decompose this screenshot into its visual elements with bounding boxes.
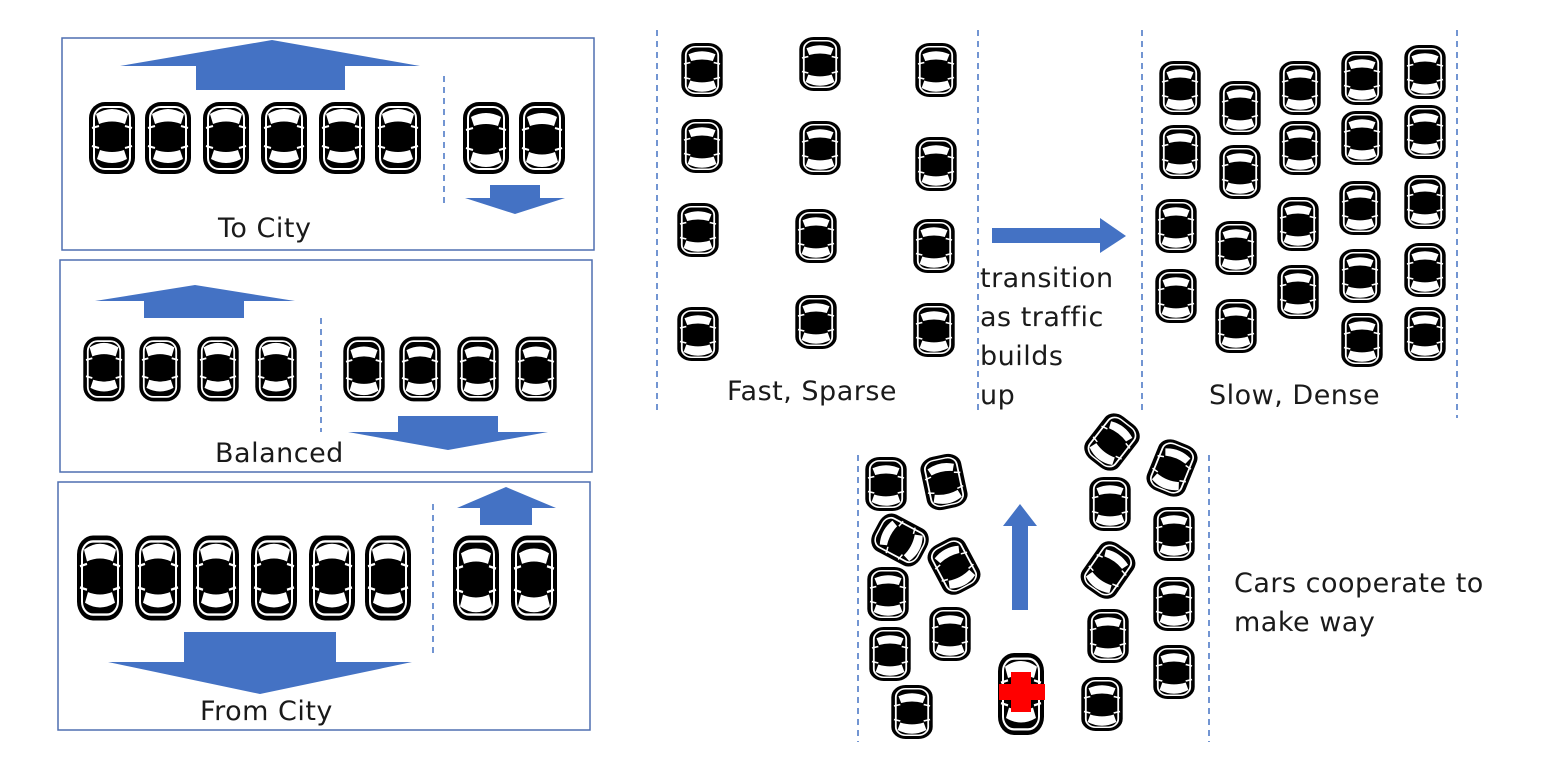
car-top-view-icon (88, 101, 136, 175)
to-city-label: To City (218, 213, 312, 244)
car-top-view-icon (1339, 181, 1380, 235)
car-top-view-icon (1215, 221, 1256, 275)
car-top-view-icon (1341, 111, 1382, 165)
car-top-view-icon (918, 451, 970, 512)
car-top-view-icon (1279, 61, 1320, 115)
car-top-view-icon (138, 335, 182, 403)
car-top-view-icon (891, 685, 932, 739)
car-top-view-icon (1089, 477, 1130, 531)
car-top-view-icon (681, 119, 722, 173)
car-top-view-icon (519, 102, 565, 174)
car-top-view-icon (1404, 45, 1445, 99)
car-top-view-icon (1081, 677, 1122, 731)
car-top-view-icon (1341, 313, 1382, 367)
car-top-view-icon (453, 536, 499, 621)
car-top-view-icon (913, 303, 954, 357)
balanced-label: Balanced (215, 438, 344, 469)
transition-label: transition as traffic builds up (980, 263, 1114, 411)
car-top-view-icon (867, 567, 908, 621)
from-city-panel (57, 481, 591, 731)
car-top-view-icon (866, 509, 933, 571)
car-top-view-icon (1155, 199, 1196, 253)
car-top-view-icon (82, 335, 126, 403)
car-top-view-icon (869, 627, 910, 681)
car-top-view-icon (1155, 269, 1196, 323)
from-city-label: From City (200, 696, 333, 727)
car-top-view-icon (681, 43, 722, 97)
fast-sparse-label: Fast, Sparse (727, 376, 898, 407)
car-top-view-icon (799, 121, 840, 175)
car-top-view-icon (1153, 645, 1194, 699)
car-top-view-icon (133, 534, 183, 622)
car-top-view-icon (249, 534, 299, 622)
car-top-view-icon (1079, 408, 1145, 476)
car-top-view-icon (1219, 81, 1260, 135)
car-top-view-icon (1277, 265, 1318, 319)
car-top-view-icon (1341, 51, 1382, 105)
car-top-view-icon (374, 101, 422, 175)
car-top-view-icon (1404, 105, 1445, 159)
car-top-view-icon (144, 101, 192, 175)
car-top-view-icon (677, 203, 718, 257)
car-top-view-icon (260, 101, 308, 175)
car-top-view-icon (1153, 507, 1194, 561)
car-top-view-icon (1143, 435, 1202, 501)
car-top-view-icon (795, 295, 836, 349)
car-top-view-icon (795, 209, 836, 263)
car-top-view-icon (677, 307, 718, 361)
car-top-view-icon (1404, 243, 1445, 297)
car-top-view-icon (1219, 145, 1260, 199)
to-city-panel (61, 37, 595, 251)
car-top-view-icon (865, 457, 906, 511)
car-top-view-icon (343, 337, 384, 402)
balanced-panel (59, 259, 593, 473)
slow-dense-label: Slow, Dense (1209, 380, 1381, 411)
car-top-view-icon (913, 219, 954, 273)
car-top-view-icon (923, 532, 985, 599)
arrow-icon (1003, 504, 1037, 610)
car-top-view-icon (196, 335, 240, 403)
car-top-view-icon (915, 43, 956, 97)
car-top-view-icon (1404, 307, 1445, 361)
car-top-view-icon (191, 534, 241, 622)
car-top-view-icon (463, 102, 509, 174)
car-top-view-icon (307, 534, 357, 622)
car-top-view-icon (75, 534, 125, 622)
car-top-view-icon (799, 37, 840, 91)
car-top-view-icon (1153, 577, 1194, 631)
car-top-view-icon (254, 335, 298, 403)
arrow-icon (457, 487, 556, 525)
car-top-view-icon (1159, 125, 1200, 179)
car-top-view-icon (1404, 175, 1445, 229)
car-top-view-icon (915, 137, 956, 191)
arrow-icon (348, 416, 548, 450)
ambulance-icon (996, 651, 1046, 737)
car-top-view-icon (399, 337, 440, 402)
car-top-view-icon (929, 607, 970, 661)
car-top-view-icon (318, 101, 366, 175)
car-top-view-icon (515, 337, 556, 402)
arrow-icon (992, 218, 1126, 253)
arrow-icon (465, 185, 565, 214)
car-top-view-icon (363, 534, 413, 622)
car-top-view-icon (1277, 197, 1318, 251)
car-top-view-icon (1159, 61, 1200, 115)
arrow-icon (95, 285, 295, 318)
car-top-view-icon (1087, 609, 1128, 663)
car-top-view-icon (1076, 536, 1141, 604)
arrow-icon (120, 40, 420, 90)
car-top-view-icon (511, 536, 557, 621)
car-top-view-icon (1215, 299, 1256, 353)
traffic-transition-diagram (656, 30, 1458, 418)
cooperate-label: Cars cooperate to make way (1234, 568, 1484, 638)
car-top-view-icon (202, 101, 250, 175)
car-top-view-icon (1279, 121, 1320, 175)
car-top-view-icon (1339, 249, 1380, 303)
car-top-view-icon (457, 337, 498, 402)
arrow-icon (108, 632, 412, 694)
emergency-lane-diagram (857, 408, 1210, 742)
